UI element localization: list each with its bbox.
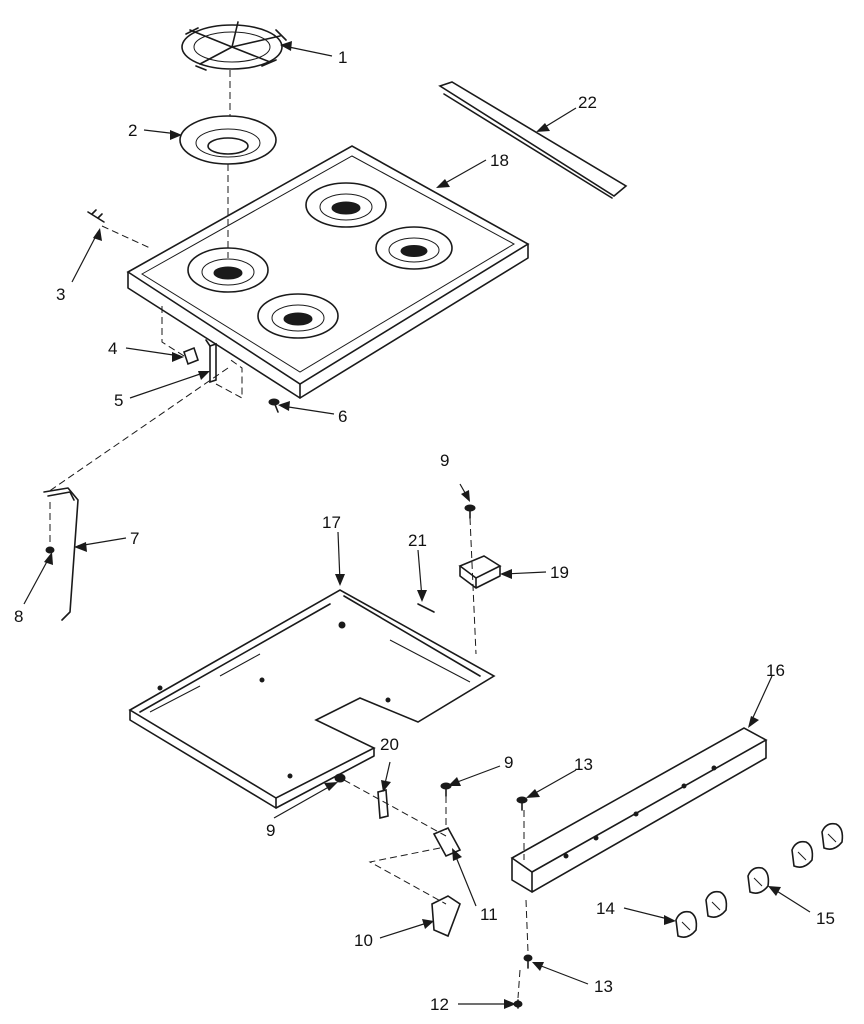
callout-19: 19 [550, 563, 569, 582]
callout-15: 15 [816, 909, 835, 928]
clip-20 [377, 788, 389, 820]
knob [675, 910, 698, 938]
callout-6: 6 [338, 407, 347, 426]
burner-grate [181, 21, 287, 71]
callout-11: 11 [480, 905, 498, 924]
callout-1: 1 [338, 48, 347, 67]
callout-7: 7 [130, 529, 139, 548]
callout-17: 17 [322, 513, 341, 532]
callout-22: 22 [578, 93, 597, 112]
knob [821, 822, 844, 850]
callout-10: 10 [354, 931, 373, 950]
screw-6 [268, 398, 280, 413]
knob [747, 866, 770, 894]
callout-9-right: 9 [504, 753, 513, 772]
bracket-19 [458, 555, 502, 589]
callout-16: 16 [766, 661, 785, 680]
assembly-lines [47, 70, 529, 999]
bracket-10 [431, 895, 461, 938]
control-panel [510, 727, 768, 893]
leader-lines [23, 41, 811, 1009]
screw-9-top [464, 504, 476, 519]
knob [791, 840, 814, 868]
burner-box [128, 589, 496, 809]
screw-13-bottom [523, 954, 533, 969]
support-rod [43, 487, 79, 621]
screw-9-left [334, 773, 346, 783]
callout-9-left: 9 [266, 821, 275, 840]
callout-labels: 1 2 3 4 5 6 7 8 9 9 9 10 11 12 13 13 14 … [14, 48, 835, 1014]
callout-21: 21 [408, 531, 427, 550]
screw-13-top [516, 796, 528, 811]
strip-21 [417, 603, 435, 613]
screw-3 [87, 209, 105, 223]
bracket-11 [432, 826, 462, 858]
callout-20: 20 [380, 735, 399, 754]
callout-2: 2 [128, 121, 137, 140]
callout-5: 5 [114, 391, 123, 410]
callout-13-top: 13 [574, 755, 593, 774]
callout-13-bottom: 13 [594, 977, 613, 996]
callout-4: 4 [108, 339, 117, 358]
rear-trim-strip [438, 81, 628, 199]
knob [705, 890, 728, 918]
callout-3: 3 [56, 285, 65, 304]
drip-pan [179, 115, 277, 165]
bracket-4 [183, 346, 199, 366]
callout-9-top: 9 [440, 451, 449, 470]
callout-18: 18 [490, 151, 509, 170]
clip-5 [205, 339, 217, 384]
callout-14: 14 [596, 899, 615, 918]
callout-12: 12 [430, 995, 449, 1014]
callout-8: 8 [14, 607, 23, 626]
cooktop [126, 145, 530, 399]
